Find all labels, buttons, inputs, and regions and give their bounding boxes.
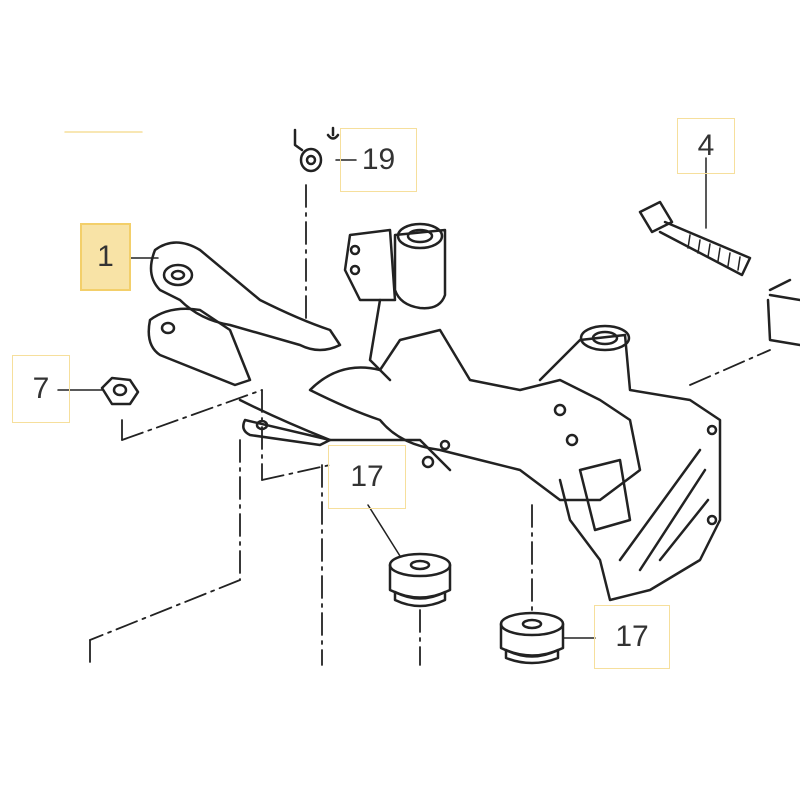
partial-part-right [766,278,800,347]
subframe-crossmember [238,222,722,602]
callout-part-17-left[interactable]: 17 [328,445,406,509]
callout-part-7[interactable]: 7 [12,355,70,423]
part-1-bracket [147,241,342,447]
callout-part-17-right[interactable]: 17 [594,605,670,669]
callout-part-19[interactable]: 19 [340,128,417,192]
part-17-bushing-right [499,611,565,665]
callout-part-4[interactable]: 4 [677,118,735,174]
part-17-bushing-left [388,552,452,608]
part-4-bolt [638,200,752,277]
callout-part-1[interactable]: 1 [80,223,131,291]
part-19-nut [293,126,340,173]
part-7-nut [100,376,140,406]
